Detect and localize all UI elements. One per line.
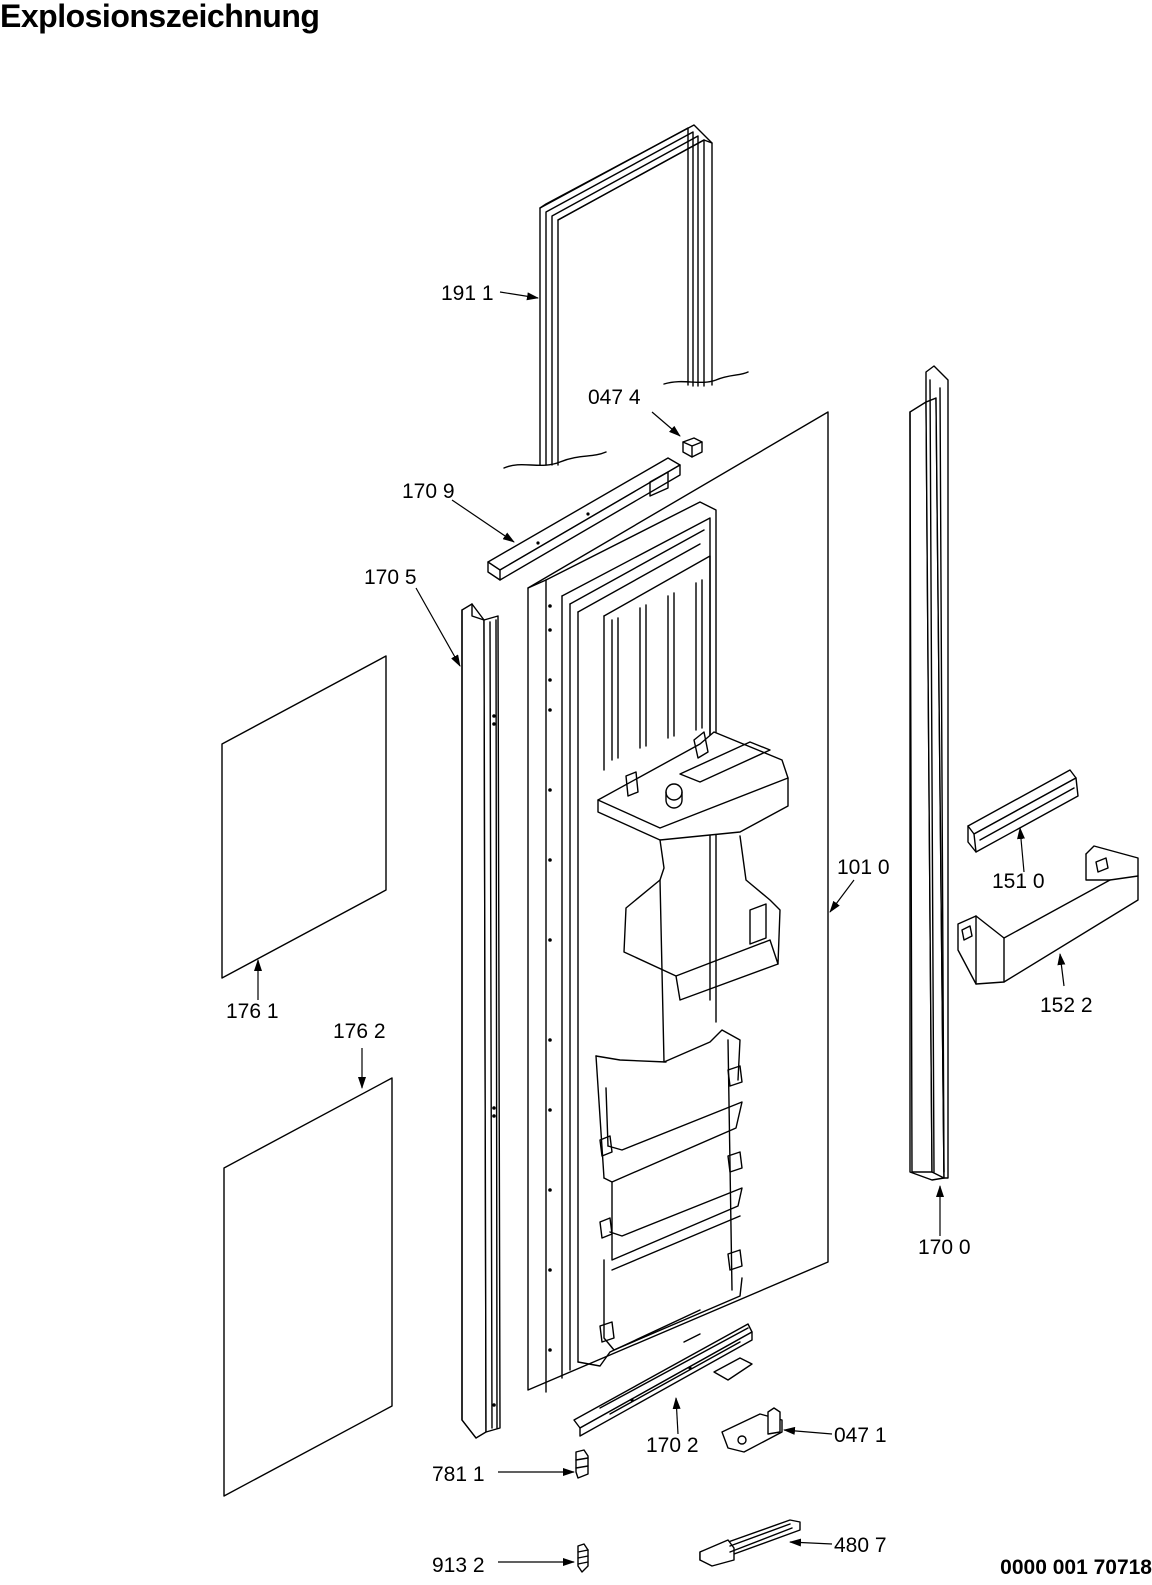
label-170-5: 170 5 xyxy=(364,566,417,589)
door-liner-part xyxy=(527,411,829,1393)
label-047-4: 047 4 xyxy=(588,386,641,409)
left-door-trim-part xyxy=(461,603,501,1439)
bottom-cover-strip-part xyxy=(573,1323,753,1437)
upper-decor-panel-part xyxy=(221,655,387,979)
screw-part xyxy=(577,1543,589,1573)
door-gasket-part xyxy=(503,124,749,469)
label-913-2: 913 2 xyxy=(432,1554,485,1577)
rail-part xyxy=(967,769,1079,853)
label-152-2: 152 2 xyxy=(1040,994,1093,1017)
hinge-cover-part xyxy=(699,1519,801,1567)
label-191-1: 191 1 xyxy=(441,282,494,305)
label-101-0: 101 0 xyxy=(837,856,890,879)
leader-lines xyxy=(254,291,1066,1566)
hinge-bracket-part xyxy=(721,1407,783,1453)
label-170-0: 170 0 xyxy=(918,1236,971,1259)
top-cover-strip-part xyxy=(487,457,681,581)
plug-part xyxy=(682,437,703,458)
label-170-2: 170 2 xyxy=(646,1434,699,1457)
page-title: Explosionszeichnung xyxy=(0,0,320,34)
door-shelf-part xyxy=(957,845,1139,985)
trim-screw-holes xyxy=(492,714,496,1407)
label-047-1: 047 1 xyxy=(834,1424,887,1447)
liner-screw-holes xyxy=(548,604,552,1352)
label-151-0: 151 0 xyxy=(992,870,1045,893)
right-door-trim-part xyxy=(909,365,949,1181)
document-number: 0000 001 70718 xyxy=(1000,1556,1152,1579)
label-480-7: 480 7 xyxy=(834,1534,887,1557)
label-781-1: 781 1 xyxy=(432,1463,485,1486)
bolt-part xyxy=(575,1449,589,1479)
label-176-1: 176 1 xyxy=(226,1000,279,1023)
label-176-2: 176 2 xyxy=(333,1020,386,1043)
lower-decor-panel-part xyxy=(223,1077,393,1497)
label-170-9: 170 9 xyxy=(402,480,455,503)
